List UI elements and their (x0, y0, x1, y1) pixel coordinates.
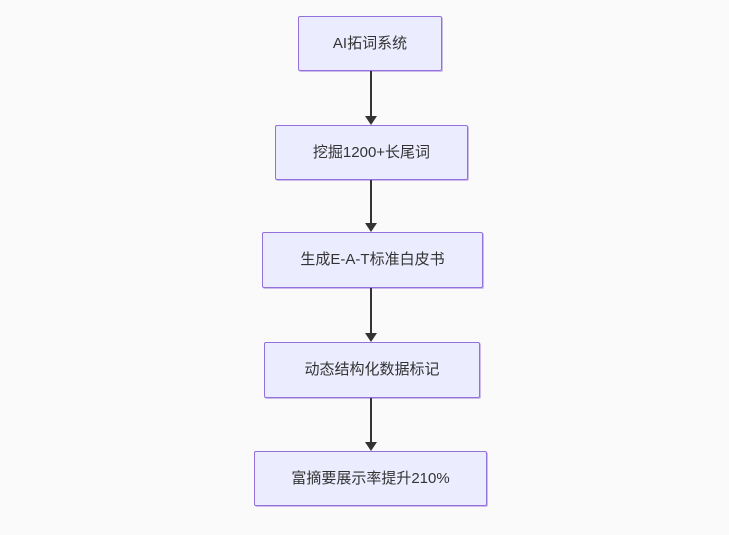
flow-node-label: 生成E-A-T标准白皮书 (300, 251, 445, 268)
flow-node-label: AI拓词系统 (332, 34, 408, 52)
arrow-line (370, 288, 372, 334)
flow-node-eat-whitepaper: 生成E-A-T标准白皮书 (262, 232, 483, 288)
arrowhead-down-icon (365, 116, 377, 125)
arrow-line (370, 180, 372, 224)
flow-node-label: 富摘要展示率提升210% (291, 469, 450, 487)
flow-node-structured-data-markup: 动态结构化数据标记 (264, 342, 480, 398)
arrow-line (370, 398, 372, 443)
flow-node-ai-keyword-system: AI拓词系统 (298, 16, 442, 71)
flow-node-label: 挖掘1200+长尾词 (312, 143, 431, 161)
flow-node-label: 动态结构化数据标记 (304, 361, 440, 378)
arrowhead-down-icon (365, 442, 377, 451)
arrow-line (370, 71, 372, 117)
flow-node-longtail-mining: 挖掘1200+长尾词 (275, 125, 468, 180)
arrowhead-down-icon (365, 223, 377, 232)
flow-node-rich-snippet-rate: 富摘要展示率提升210% (254, 451, 487, 506)
arrowhead-down-icon (365, 333, 377, 342)
